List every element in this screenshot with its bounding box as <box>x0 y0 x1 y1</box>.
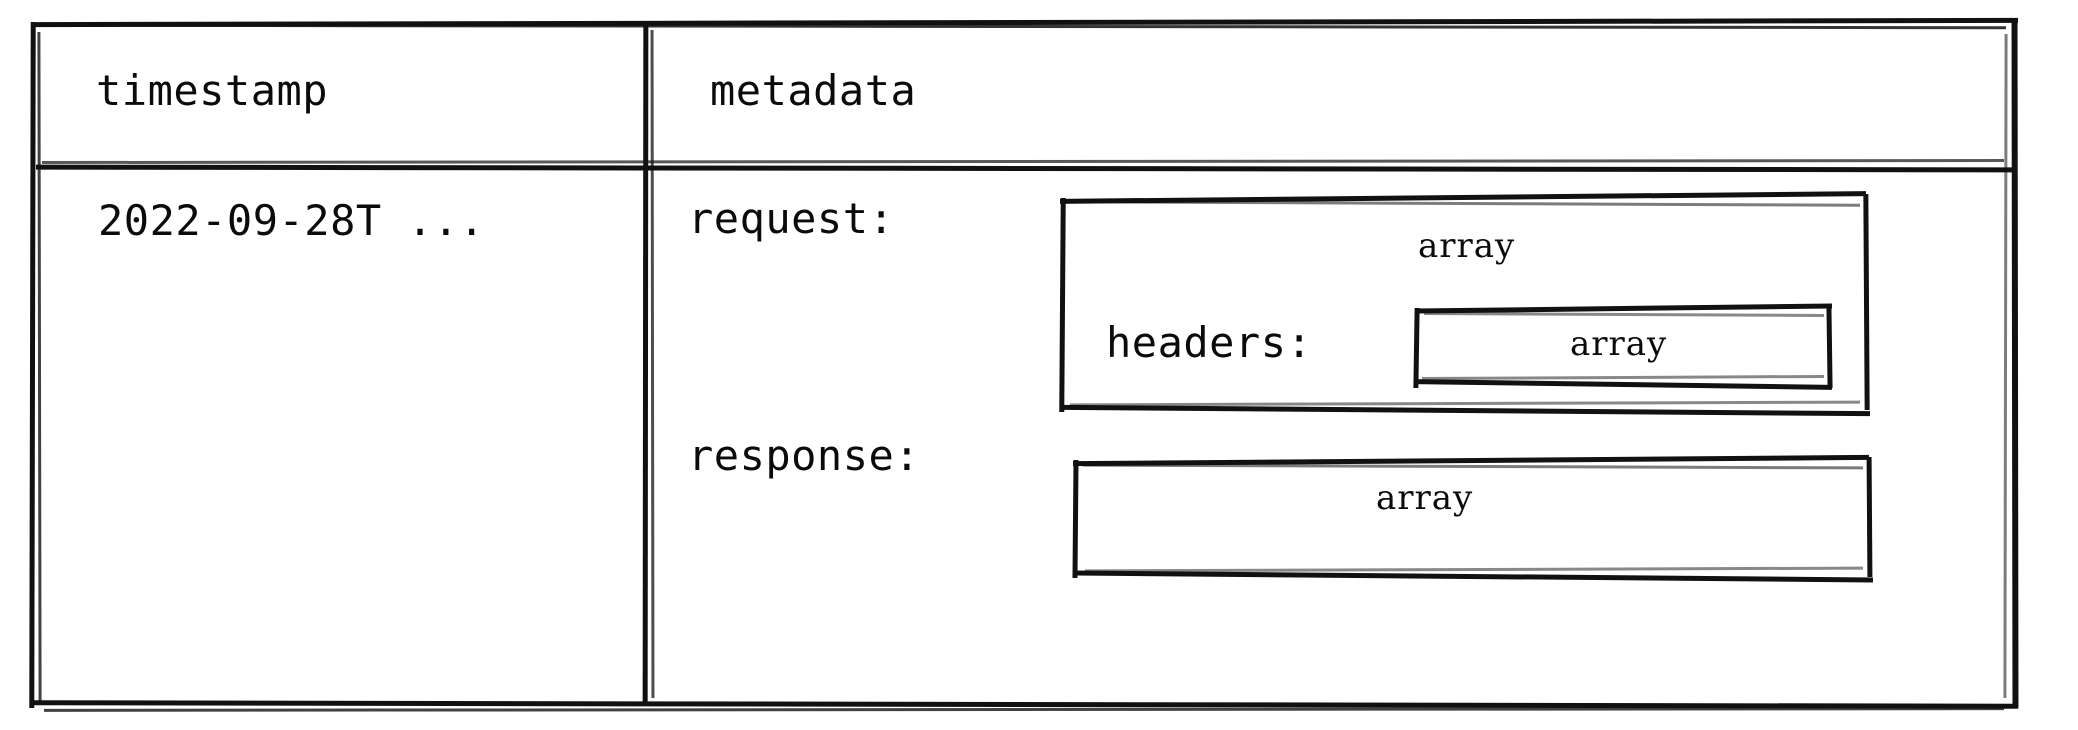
table-border-left-2 <box>37 31 42 703</box>
response-array-box <box>1072 454 1874 588</box>
cell-timestamp-value: 2022-09-28T ... <box>98 196 485 245</box>
metadata-field-key-response: response: <box>688 431 921 480</box>
response-type-label: array <box>1376 478 1474 518</box>
table-border-bottom-2 <box>43 707 2005 712</box>
metadata-field-key-headers: headers: <box>1106 318 1313 367</box>
table-border-right-2 <box>2003 33 2008 699</box>
column-header-metadata: metadata <box>710 66 917 115</box>
table-border-top-2 <box>39 23 2007 30</box>
request-type-label: array <box>1418 226 1516 266</box>
header-separator-2 <box>41 158 2005 165</box>
metadata-field-key-request: request: <box>688 194 895 243</box>
table-outer-frame: timestamp metadata 2022-09-28T ... reque… <box>28 16 2020 716</box>
table-border-right <box>2011 19 2019 709</box>
column-divider <box>642 21 649 707</box>
headers-type-label: array <box>1570 324 1668 364</box>
table-border-left <box>29 21 36 709</box>
column-divider-2 <box>650 29 655 699</box>
header-separator <box>35 164 2015 173</box>
column-header-timestamp: timestamp <box>96 66 329 115</box>
